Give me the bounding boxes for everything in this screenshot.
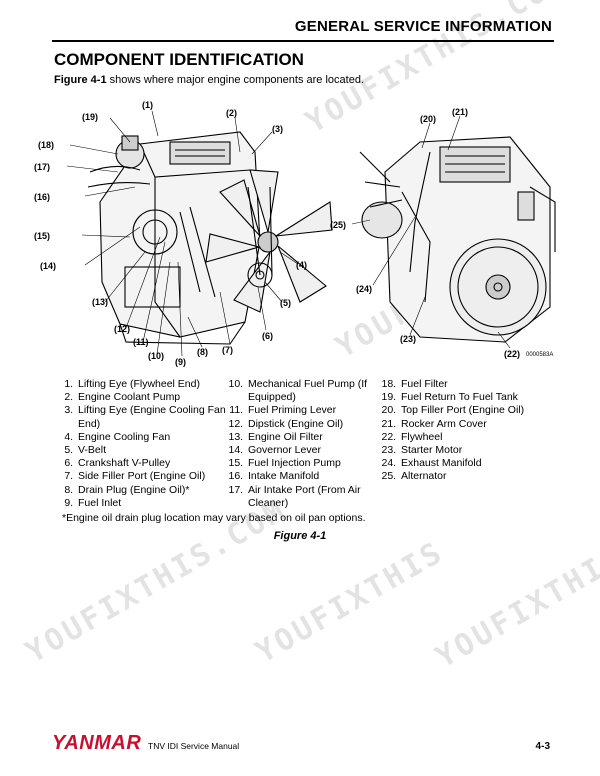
- callout-19: (19): [82, 112, 98, 122]
- list-item: V-Belt: [76, 444, 226, 457]
- callout-6: (6): [262, 331, 273, 341]
- list-item: Side Filler Port (Engine Oil): [76, 470, 226, 483]
- callout-21: (21): [452, 107, 468, 117]
- intro-sentence: shows where major engine components are …: [106, 74, 364, 86]
- list-item: Dipstick (Engine Oil): [246, 418, 388, 431]
- leader-lines: [66, 110, 511, 357]
- list-item: Crankshaft V-Pulley: [76, 457, 226, 470]
- callout-20: (20): [420, 114, 436, 124]
- callout-15: (15): [34, 231, 50, 241]
- figure-caption: Figure 4-1: [273, 530, 327, 542]
- list-item: Drain Plug (Engine Oil)*: [76, 484, 226, 497]
- list-item: Flywheel: [399, 431, 561, 444]
- list-item: Engine Oil Filter: [246, 431, 388, 444]
- callout-8: (8): [197, 347, 208, 357]
- component-list-col1: Lifting Eye (Flywheel End) Engine Coolan…: [58, 378, 226, 510]
- component-list-col2: Mechanical Fuel Pump (If Equipped) Fuel …: [228, 378, 388, 510]
- callout-18: (18): [38, 140, 54, 150]
- callout-14: (14): [40, 261, 56, 271]
- footnote: *Engine oil drain plug location may vary…: [62, 512, 366, 524]
- callout-7: (7): [222, 345, 233, 355]
- list-item: Air Intake Port (From Air Cleaner): [246, 484, 388, 510]
- list-item: Fuel Injection Pump: [246, 457, 388, 470]
- list-item: Rocker Arm Cover: [399, 418, 561, 431]
- callout-2: (2): [226, 108, 237, 118]
- callout-12: (12): [114, 324, 130, 334]
- list-item: Engine Coolant Pump: [76, 391, 226, 404]
- callout-17: (17): [34, 162, 50, 172]
- header-rule: [52, 40, 554, 42]
- callout-22: (22): [504, 349, 520, 359]
- list-item: Fuel Inlet: [76, 497, 226, 510]
- component-list-col3: Fuel Filter Fuel Return To Fuel Tank Top…: [381, 378, 561, 484]
- page-heading: COMPONENT IDENTIFICATION: [54, 50, 304, 69]
- section-title: GENERAL SERVICE INFORMATION: [294, 18, 552, 35]
- callout-1: (1): [142, 100, 153, 110]
- list-item: Fuel Filter: [399, 378, 561, 391]
- figure-part-number: 0000583A: [526, 352, 553, 358]
- right-engine-drawing: [359, 136, 556, 343]
- list-item: Governor Lever: [246, 444, 388, 457]
- callout-3: (3): [272, 124, 283, 134]
- engine-figure: (1) (2) (3) (4) (5) (6) (7) (8) (9) (10)…: [30, 92, 570, 372]
- callout-9: (9): [175, 357, 186, 367]
- list-item: Exhaust Manifold: [399, 457, 561, 470]
- list-item: Fuel Return To Fuel Tank: [399, 391, 561, 404]
- callout-25: (25): [330, 220, 346, 230]
- list-item: Engine Cooling Fan: [76, 431, 226, 444]
- callout-10: (10): [148, 351, 164, 361]
- callout-5: (5): [280, 298, 291, 308]
- callout-11: (11): [133, 337, 149, 347]
- callout-4: (4): [296, 260, 307, 270]
- list-item: Lifting Eye (Engine Cooling Fan End): [76, 404, 226, 430]
- list-item: Intake Manifold: [246, 470, 388, 483]
- watermark: YOUFIXTHIS: [250, 534, 450, 671]
- callout-labels: (1) (2) (3) (4) (5) (6) (7) (8) (9) (10)…: [34, 100, 553, 367]
- intro-text: Figure 4-1 shows where major engine comp…: [54, 74, 364, 86]
- list-item: Top Filler Port (Engine Oil): [399, 404, 561, 417]
- callout-24: (24): [356, 284, 372, 294]
- watermark: YOUFIXTHIS: [430, 539, 600, 676]
- figure-reference[interactable]: Figure 4-1: [54, 74, 107, 86]
- list-item: Fuel Priming Lever: [246, 404, 388, 417]
- manual-title: TNV IDI Service Manual: [148, 741, 240, 751]
- callout-13: (13): [92, 297, 108, 307]
- engine-illustration: (1) (2) (3) (4) (5) (6) (7) (8) (9) (10)…: [34, 100, 556, 367]
- page-number: 4-3: [535, 741, 550, 752]
- list-item: Alternator: [399, 470, 561, 483]
- callout-23: (23): [400, 334, 416, 344]
- list-item: Mechanical Fuel Pump (If Equipped): [246, 378, 388, 404]
- yanmar-logo: YANMAR: [52, 732, 142, 754]
- list-item: Lifting Eye (Flywheel End): [76, 378, 226, 391]
- left-engine-drawing: [87, 131, 333, 345]
- list-item: Starter Motor: [399, 444, 561, 457]
- callout-16: (16): [34, 192, 50, 202]
